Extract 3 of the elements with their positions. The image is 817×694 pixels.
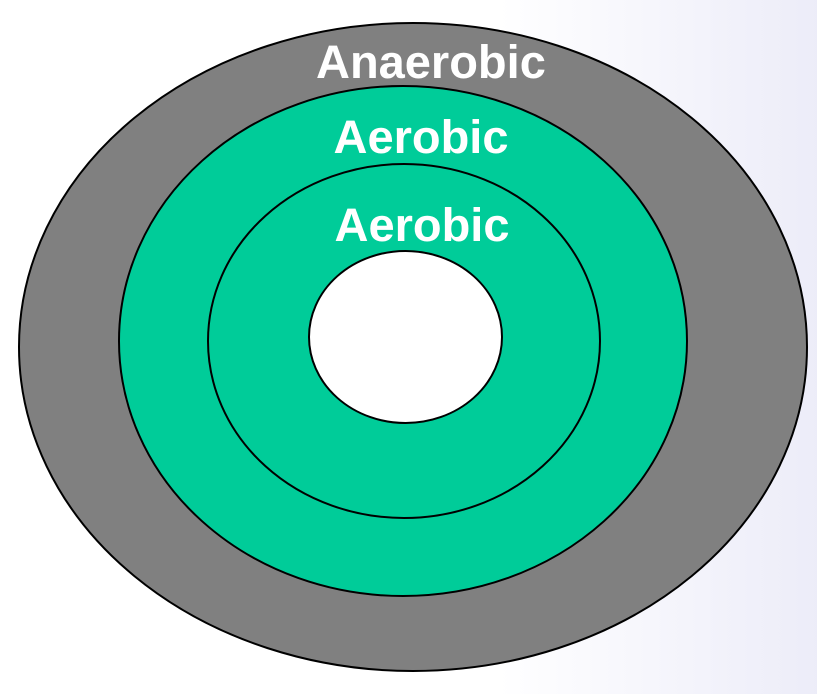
zone-label: Anaerobic <box>316 36 546 88</box>
zone-label: Aerobic <box>334 111 508 163</box>
zone-label: Aerobic <box>334 199 510 251</box>
